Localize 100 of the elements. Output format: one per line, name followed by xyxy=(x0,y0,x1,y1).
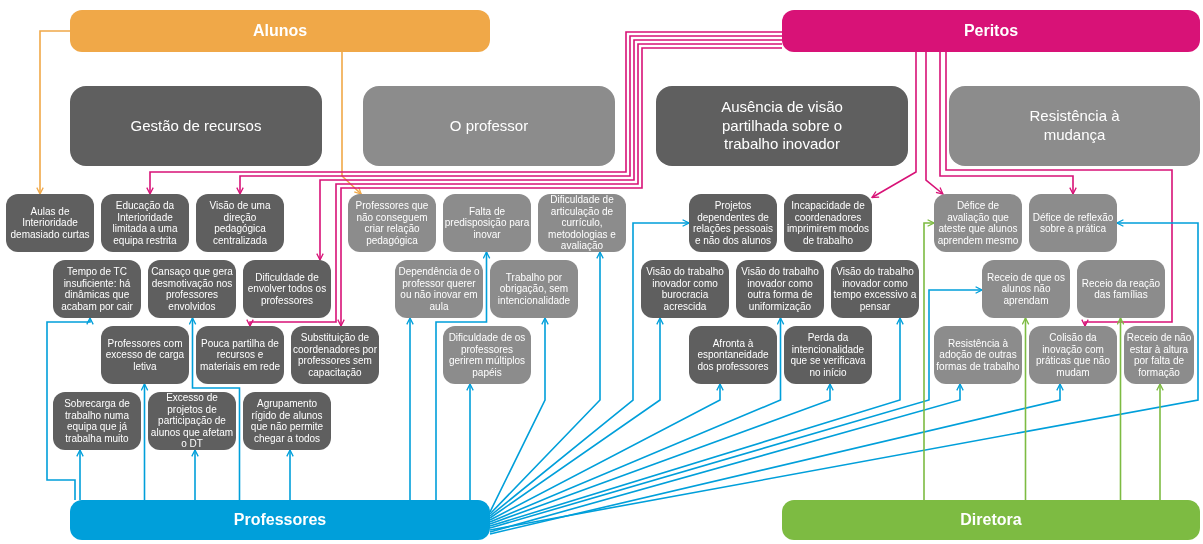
actor-bar xyxy=(782,10,1200,52)
arrow xyxy=(923,219,935,501)
factor-box xyxy=(490,260,578,318)
node-label: Resistência à mudança xyxy=(1028,107,1121,145)
arrow xyxy=(1021,317,1030,501)
arrow xyxy=(76,449,84,501)
node-label: Aulas de Interioridade demasiado curtas xyxy=(9,205,91,241)
node-label: Excesso de projetos de participação de alunos que afetam o DT xyxy=(149,392,235,450)
node-label: O professor xyxy=(449,116,529,136)
node-label: Défice de avaliação que ateste que alunos aprendem mesmo xyxy=(936,200,1020,246)
node-label: Receio de não estar à altura por falta de formação xyxy=(1125,332,1193,378)
arrow xyxy=(489,317,785,523)
node-label: Alunos xyxy=(252,22,308,40)
arrow xyxy=(1156,383,1164,501)
arrow xyxy=(489,383,1064,535)
node-label: Incapacidade de coordenadores imprimirem modos de trabalho xyxy=(785,200,871,246)
node-label: Afronta à espontaneidade dos professores xyxy=(696,337,770,373)
arrow xyxy=(489,383,724,521)
factor-box xyxy=(291,326,379,384)
node-label: Cansaço que gera desmotivação nos professores envolvidos xyxy=(150,266,234,312)
node-label: Falta de predisposição para inovar xyxy=(444,205,530,241)
node-label: Perda da intencionalidade que se verificava no início xyxy=(789,332,867,378)
node-label: Visão de uma direção pedagógica centralizada xyxy=(208,200,272,246)
factor-box xyxy=(689,194,777,252)
node-label: Dificuldade de envolver todos os professores xyxy=(246,271,328,307)
arrow xyxy=(489,251,604,515)
node-label: Receio de que os alunos não aprendam xyxy=(986,271,1066,307)
factor-box xyxy=(934,326,1022,384)
node-label: Ausência de visão partilhada sobre o trabalho inovador xyxy=(720,97,844,155)
arrow xyxy=(146,31,783,195)
arrow xyxy=(246,43,783,327)
factor-box xyxy=(243,260,331,318)
arrow xyxy=(1116,317,1125,501)
factor-box xyxy=(689,326,777,384)
arrow xyxy=(406,317,414,501)
factor-box xyxy=(1029,326,1117,384)
factor-box xyxy=(148,260,236,318)
arrow xyxy=(191,449,199,501)
arrow xyxy=(489,317,664,519)
arrow xyxy=(489,317,904,527)
arrow xyxy=(236,35,783,195)
arrow xyxy=(489,219,690,517)
factor-box xyxy=(736,260,824,318)
category-box xyxy=(363,86,615,166)
arrow xyxy=(489,383,834,525)
factor-box xyxy=(982,260,1070,318)
factor-box xyxy=(395,260,483,318)
factor-box xyxy=(934,194,1022,252)
arrow xyxy=(316,39,783,261)
node-label: Dificuldade de articulação de currículo, metodologias e avaliação xyxy=(547,194,617,252)
category-box xyxy=(70,86,322,166)
node-label: Pouca partilha de recursos e materiais em rede xyxy=(199,337,281,373)
node-label: Professores com excesso de carga letiva xyxy=(104,337,186,373)
node-label: Projetos dependentes de relações pessoais e não dos alunos xyxy=(691,200,774,246)
factor-box xyxy=(538,194,626,252)
arrow xyxy=(337,47,783,327)
factor-box xyxy=(1029,194,1117,252)
node-label: Visão do trabalho inovador como outra forma de uniformização xyxy=(740,266,820,312)
factor-box xyxy=(641,260,729,318)
category-box xyxy=(656,86,908,166)
node-label: Professores que não conseguem criar relação pedagógica xyxy=(354,200,430,246)
node-label: Professores xyxy=(233,511,327,529)
arrow xyxy=(939,51,1077,195)
node-label: Colisão da inovação com práticas que não mudam xyxy=(1035,332,1111,378)
actor-bar xyxy=(782,500,1200,540)
arrow xyxy=(489,383,964,533)
factor-box xyxy=(831,260,919,318)
arrow xyxy=(341,51,362,195)
node-label: Educação da Interioridade limitada a uma equipa restrita xyxy=(111,200,179,246)
factor-box xyxy=(196,326,284,384)
arrow xyxy=(286,449,294,501)
arrow xyxy=(435,251,491,501)
factor-box xyxy=(784,194,872,252)
factor-box xyxy=(443,326,531,384)
factor-box xyxy=(243,392,331,450)
node-label: Substituição de coordenadores por professores sem capacitação xyxy=(292,332,378,378)
actor-bar xyxy=(70,500,490,540)
node-label: Agrupamento rígido de alunos que não permite chegar a todos xyxy=(249,398,325,444)
arrow xyxy=(466,383,474,501)
node-label: Dependência de o professor querer ou não inovar em aula xyxy=(397,266,481,312)
node-label: Sobrecarga de trabalho numa equipa que já trabalha muito xyxy=(63,398,131,444)
factor-box xyxy=(53,260,141,318)
factor-box xyxy=(53,392,141,450)
arrow xyxy=(140,383,149,501)
factor-box xyxy=(196,194,284,252)
node-label: Visão do trabalho inovador como burocracia acrescida xyxy=(645,266,725,312)
factor-box xyxy=(1077,260,1165,318)
node-label: Receio da reação das famílias xyxy=(1080,277,1162,301)
arrow xyxy=(925,51,944,195)
node-label: Diretora xyxy=(960,511,1022,529)
factor-box xyxy=(348,194,436,252)
factor-box xyxy=(101,194,189,252)
category-box xyxy=(949,86,1200,166)
node-label: Gestão de recursos xyxy=(130,116,262,136)
node-label: Peritos xyxy=(963,22,1019,40)
node-label: Resistência à adoção de outras formas de trabalho xyxy=(935,337,1021,373)
arrow xyxy=(945,51,1173,327)
node-label: Trabalho por obrigação, sem intencionalidade xyxy=(496,271,572,307)
arrow xyxy=(188,317,241,501)
factor-box xyxy=(784,326,872,384)
